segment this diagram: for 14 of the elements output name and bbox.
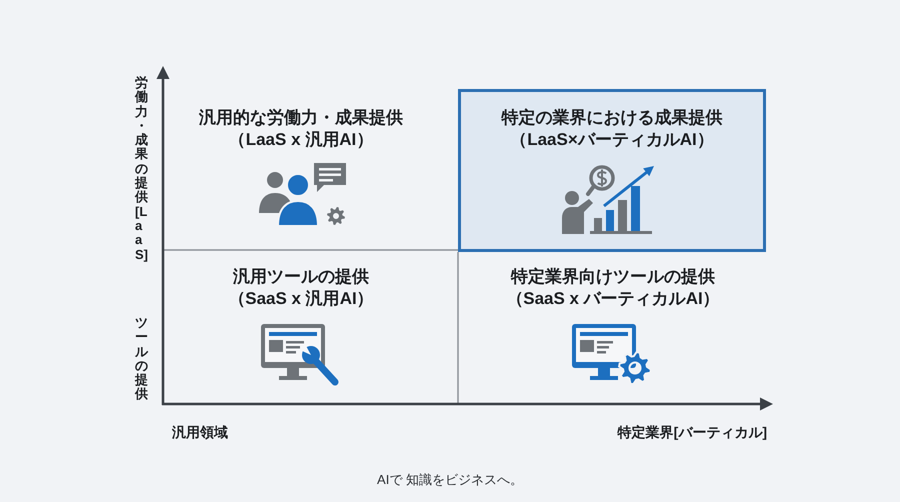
quadrant-title: 汎用ツールの提供 <box>233 266 369 288</box>
tagline: AIで 知識をビジネスへ。 <box>377 471 523 489</box>
quadrant-subtitle: （LaaS x 汎用AI） <box>228 129 374 151</box>
quadrant-title: 特定業界向けツールの提供 <box>511 266 715 288</box>
quadrant-title: 汎用的な労働力・成果提供 <box>199 107 403 129</box>
y-axis-label: 労働力・成果の提供[LaaS] <box>135 76 148 262</box>
y-axis-label: ツールの提供 <box>135 316 148 402</box>
quadrant-subtitle: （SaaS x 汎用AI） <box>228 288 374 310</box>
quadrant-subtitle: （SaaS x バーティカルAI） <box>506 288 720 310</box>
x-axis-label: 汎用領域 <box>172 423 228 441</box>
quadrant-subtitle: （LaaS×バーティカルAI） <box>510 129 714 151</box>
x-axis-label: 特定業界[バーティカル] <box>618 423 767 441</box>
quadrant-title: 特定の業界における成果提供 <box>502 107 722 129</box>
highlighted-quadrant <box>458 89 766 252</box>
